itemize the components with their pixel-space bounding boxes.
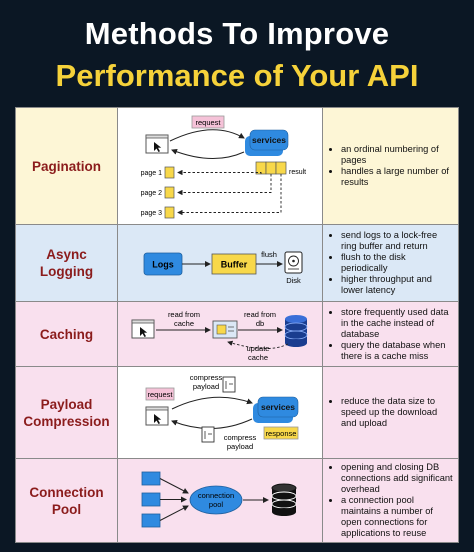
- buffer-label: Buffer: [221, 260, 248, 270]
- svg-text:request: request: [195, 118, 221, 127]
- method-cell: Async Logging: [15, 224, 118, 302]
- bullet-item: a connection pool maintains a number of …: [341, 495, 454, 539]
- bullet-list: opening and closing DB connections add s…: [323, 462, 458, 539]
- page-dashed-links: [177, 169, 282, 216]
- bullet-item: send logs to a lock-free ring buffer and…: [341, 230, 454, 252]
- method-cell: Pagination: [15, 107, 118, 225]
- description-cell: store frequently used data in the cache …: [322, 301, 459, 367]
- disk-label: Disk: [286, 276, 301, 285]
- compress-label-2: payload: [193, 382, 219, 391]
- services-node: services: [253, 396, 299, 423]
- client-to-pool-arrows: [159, 478, 189, 521]
- svg-text:services: services: [261, 402, 295, 412]
- response-label-box: [263, 426, 299, 440]
- row-payload-compression: Payload Compression compress payload req…: [15, 366, 459, 459]
- request-label: request: [147, 390, 173, 399]
- description-cell: opening and closing DB connections add s…: [322, 458, 459, 543]
- response-label: response: [266, 429, 297, 438]
- logs-label: Logs: [152, 260, 174, 270]
- bullet-list: send logs to a lock-free ring buffer and…: [323, 230, 458, 296]
- diagram-cell: compress payload request: [117, 366, 323, 459]
- diagram-cell: Logs Buffer flush Disk: [117, 224, 323, 302]
- bullet-list: an ordinal numbering of pages handles a …: [323, 144, 458, 188]
- row-async-logging: Async Logging Logs Buffer flush: [15, 224, 459, 302]
- read-cache-label-2: cache: [174, 319, 194, 328]
- client-window-icon: [131, 319, 155, 339]
- pool-label-2: pool: [209, 500, 224, 509]
- caching-diagram: read from cache read from db: [131, 310, 308, 362]
- description-cell: reduce the data size to speed up the dow…: [322, 366, 459, 459]
- method-cell: Caching: [15, 301, 118, 367]
- page-3-box: [164, 206, 175, 219]
- cache-server-icon: [212, 320, 238, 339]
- method-name: Async Logging: [39, 247, 94, 279]
- request-label: request: [191, 115, 225, 129]
- bullet-item: flush to the disk periodically: [341, 252, 454, 274]
- bullet-item: an ordinal numbering of pages: [341, 144, 454, 166]
- request-label-box: [145, 387, 175, 401]
- page-2-box: [164, 186, 175, 199]
- method-name: Payload Compression: [23, 396, 110, 429]
- result-label: result: [289, 169, 306, 176]
- page-1-label: page 1: [141, 170, 163, 177]
- page-3-label: page 3: [141, 210, 163, 217]
- description-cell: an ordinal numbering of pages handles a …: [322, 107, 459, 225]
- update-cache-arrow: [227, 340, 289, 349]
- connection-pool-node: [189, 485, 243, 515]
- diagram-cell: request services result: [117, 107, 323, 225]
- method-cell: Payload Compression: [15, 366, 118, 459]
- client-window-icon: [145, 134, 169, 154]
- update-label-2: cache: [248, 353, 268, 362]
- disk-icon: [284, 251, 303, 274]
- compress-label-1: compress: [190, 373, 223, 382]
- bullet-list: store frequently used data in the cache …: [323, 307, 458, 362]
- payload-compression-diagram: compress payload request: [145, 373, 299, 451]
- read-cache-label-1: read from: [168, 310, 200, 319]
- async-logging-diagram: Logs Buffer flush Disk: [143, 250, 303, 285]
- page-1-box: [164, 166, 175, 179]
- compress-file-icon: [222, 376, 236, 393]
- services-node: services: [245, 129, 289, 156]
- decompress-file-icon: [201, 426, 215, 443]
- description-cell: send logs to a lock-free ring buffer and…: [322, 224, 459, 302]
- bullet-item: handles a large number of results: [341, 166, 454, 188]
- database-icon: [284, 315, 308, 347]
- client-boxes: [141, 471, 161, 528]
- bullet-item: higher throughput and lower latency: [341, 274, 454, 296]
- bullet-item: opening and closing DB connections add s…: [341, 462, 454, 495]
- row-connection-pool: Connection Pool: [15, 458, 459, 543]
- client-window-icon: [145, 406, 169, 426]
- bullet-list: reduce the data size to speed up the dow…: [323, 396, 458, 429]
- compress-label-3: compress: [224, 433, 257, 442]
- method-name: Caching: [39, 326, 94, 342]
- row-caching: Caching read from cache: [15, 301, 459, 367]
- svg-text:services: services: [252, 135, 286, 145]
- page-2-label: page 2: [141, 190, 163, 197]
- bullet-item: store frequently used data in the cache …: [341, 307, 454, 340]
- method-name: Pagination: [31, 158, 101, 174]
- connection-pool-diagram: connection pool: [141, 471, 297, 528]
- row-pagination: Pagination request: [15, 107, 459, 225]
- response-arrow: [171, 149, 245, 160]
- pool-label-1: connection: [198, 491, 234, 500]
- title-line-2: Performance of Your API: [55, 58, 419, 93]
- update-label-1: update: [247, 344, 270, 353]
- read-db-label-2: db: [256, 319, 264, 328]
- compress-label-4: payload: [227, 442, 253, 451]
- bullet-item: query the database when there is a cache…: [341, 340, 454, 362]
- request-arrow: [169, 129, 245, 142]
- read-db-label-1: read from: [244, 310, 276, 319]
- title-line-1: Methods To Improve: [84, 16, 390, 51]
- bullet-item: reduce the data size to speed up the dow…: [341, 396, 454, 429]
- method-cell: Connection Pool: [15, 458, 118, 543]
- request-arrow: [171, 396, 253, 410]
- diagram-cell: connection pool: [117, 458, 323, 543]
- database-icon: [271, 483, 297, 516]
- methods-table: Pagination request: [15, 107, 459, 543]
- pagination-diagram: request services result: [141, 115, 306, 219]
- diagram-cell: read from cache read from db: [117, 301, 323, 367]
- flush-label: flush: [261, 250, 277, 259]
- method-name: Connection Pool: [29, 484, 104, 517]
